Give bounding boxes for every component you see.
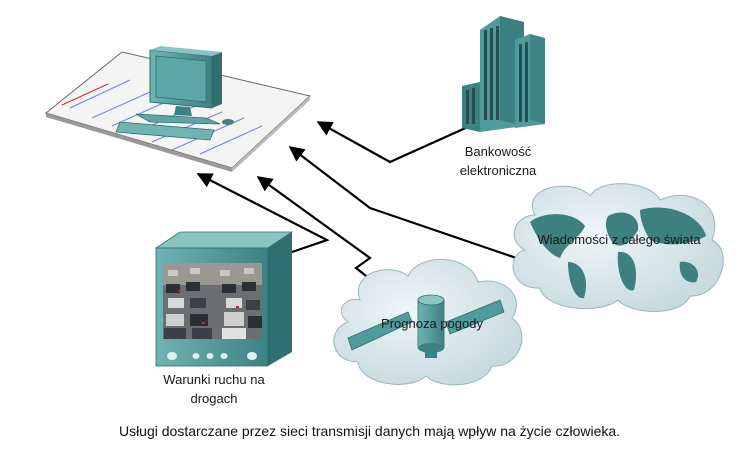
label-news-text: Wiadomości z całego świata [537,232,701,247]
world-map-cloud-icon [512,183,724,312]
arrow-traffic [196,173,330,254]
label-traffic: Warunki ruchu na drogach [150,370,278,408]
label-traffic-line2: drogach [190,391,238,406]
traffic-monitor-icon [154,231,294,367]
label-banking: Bankowość elektroniczna [448,142,548,180]
traffic-scene [163,263,262,339]
label-weather: Prognoza pogody [370,314,494,333]
label-news: Wiadomości z całego świata [524,230,714,249]
office-building-icon [462,16,545,132]
arrow-news [288,146,529,264]
arrow-banking [316,121,471,164]
label-weather-text: Prognoza pogody [381,316,483,331]
label-banking-line2: elektroniczna [459,163,537,178]
diagram-caption: Usługi dostarczane przez sieci transmisj… [118,423,621,439]
computer-icon [44,46,312,172]
label-banking-line1: Bankowość [464,144,532,159]
satellite-cloud-icon [333,258,523,386]
label-traffic-line1: Warunki ruchu na [163,372,265,387]
